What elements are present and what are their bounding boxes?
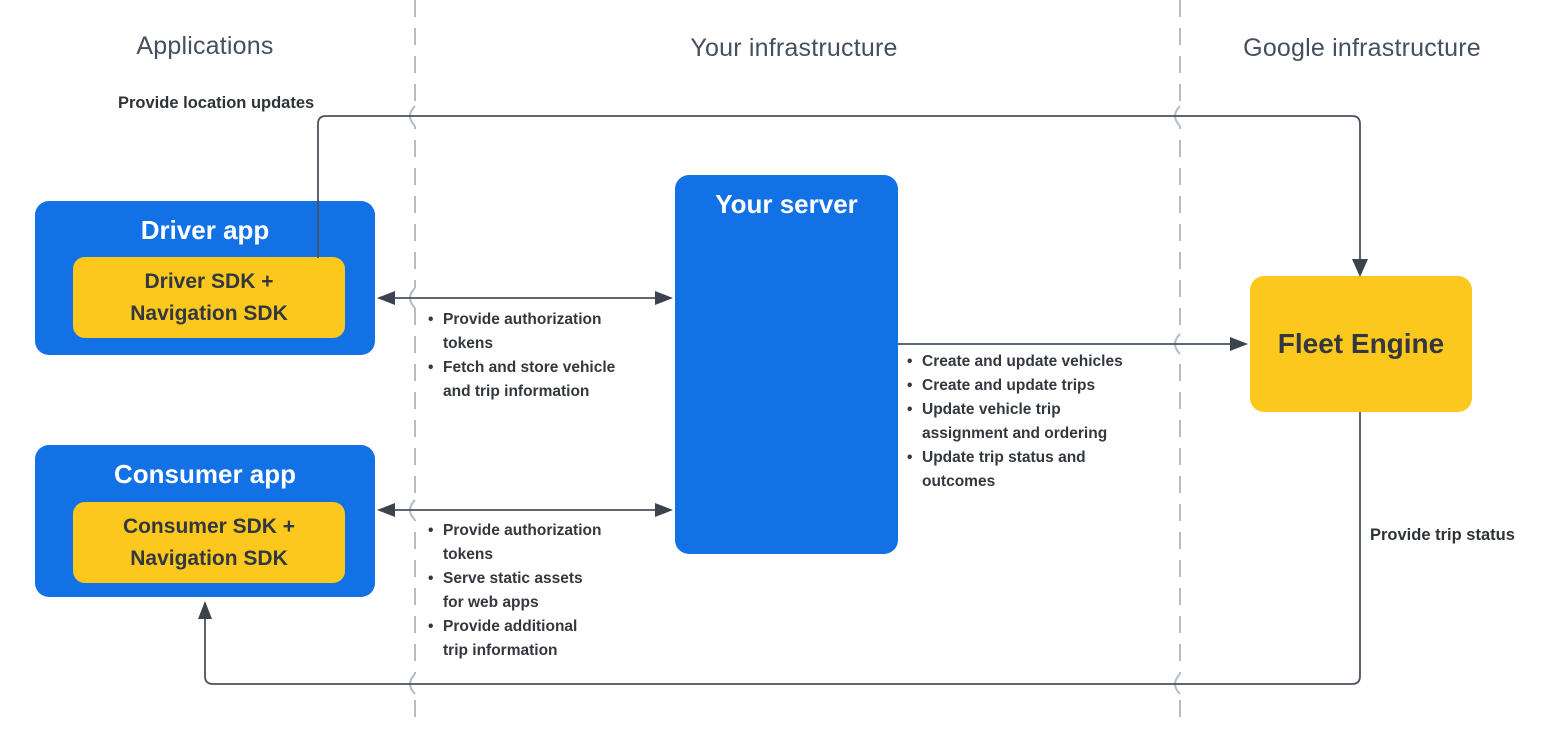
edge-label-location-updates: Provide location updates	[118, 94, 315, 112]
fleet-engine-title: Fleet Engine	[1277, 328, 1445, 359]
bullet-item: Provide authorization tokens	[428, 308, 678, 356]
bullet-item: Serve static assets for web apps	[428, 567, 678, 615]
consumer-server-edge-list: Provide authorization tokensServe static…	[428, 519, 678, 663]
consumer-sdk-label: Consumer SDK + Navigation SDK	[122, 514, 296, 570]
driver-server-edge-list: Provide authorization tokensFetch and st…	[428, 308, 678, 404]
server-fleet-edge-list: Create and update vehiclesCreate and upd…	[907, 350, 1177, 494]
column-header-applications: Applications	[136, 32, 274, 60]
column-header-google-infrastructure: Google infrastructure	[1243, 34, 1481, 62]
fleet-engine-node: Fleet Engine	[1250, 276, 1472, 412]
consumer-app-title: Consumer app	[113, 459, 297, 489]
bullet-item: Update trip status and outcomes	[907, 446, 1177, 494]
edge-label-trip-status: Provide trip status	[1370, 526, 1515, 544]
your-server-title: Your server	[715, 189, 858, 219]
column-header-your-infrastructure: Your infrastructure	[690, 34, 898, 62]
bullet-item: Provide additional trip information	[428, 615, 678, 663]
connector-server-fleet	[898, 337, 1248, 351]
connector-driver-server	[377, 291, 673, 305]
consumer-sdk-node: Consumer SDK + Navigation SDK	[73, 502, 345, 583]
bullet-item: Fetch and store vehicle and trip informa…	[428, 356, 678, 404]
consumer-app-node: Consumer app Consumer SDK + Navigation S…	[35, 445, 375, 597]
driver-sdk-node: Driver SDK + Navigation SDK	[73, 257, 345, 338]
your-server-node: Your server	[675, 175, 898, 554]
driver-app-node: Driver app Driver SDK + Navigation SDK	[35, 201, 375, 355]
connector-consumer-server	[377, 503, 673, 517]
bullet-item: Create and update trips	[907, 374, 1177, 398]
driver-app-title: Driver app	[140, 215, 270, 245]
driver-sdk-label: Driver SDK + Navigation SDK	[130, 269, 288, 325]
bullet-item: Update vehicle trip assignment and order…	[907, 398, 1177, 446]
bullet-item: Provide authorization tokens	[428, 519, 678, 567]
bullet-item: Create and update vehicles	[907, 350, 1177, 374]
